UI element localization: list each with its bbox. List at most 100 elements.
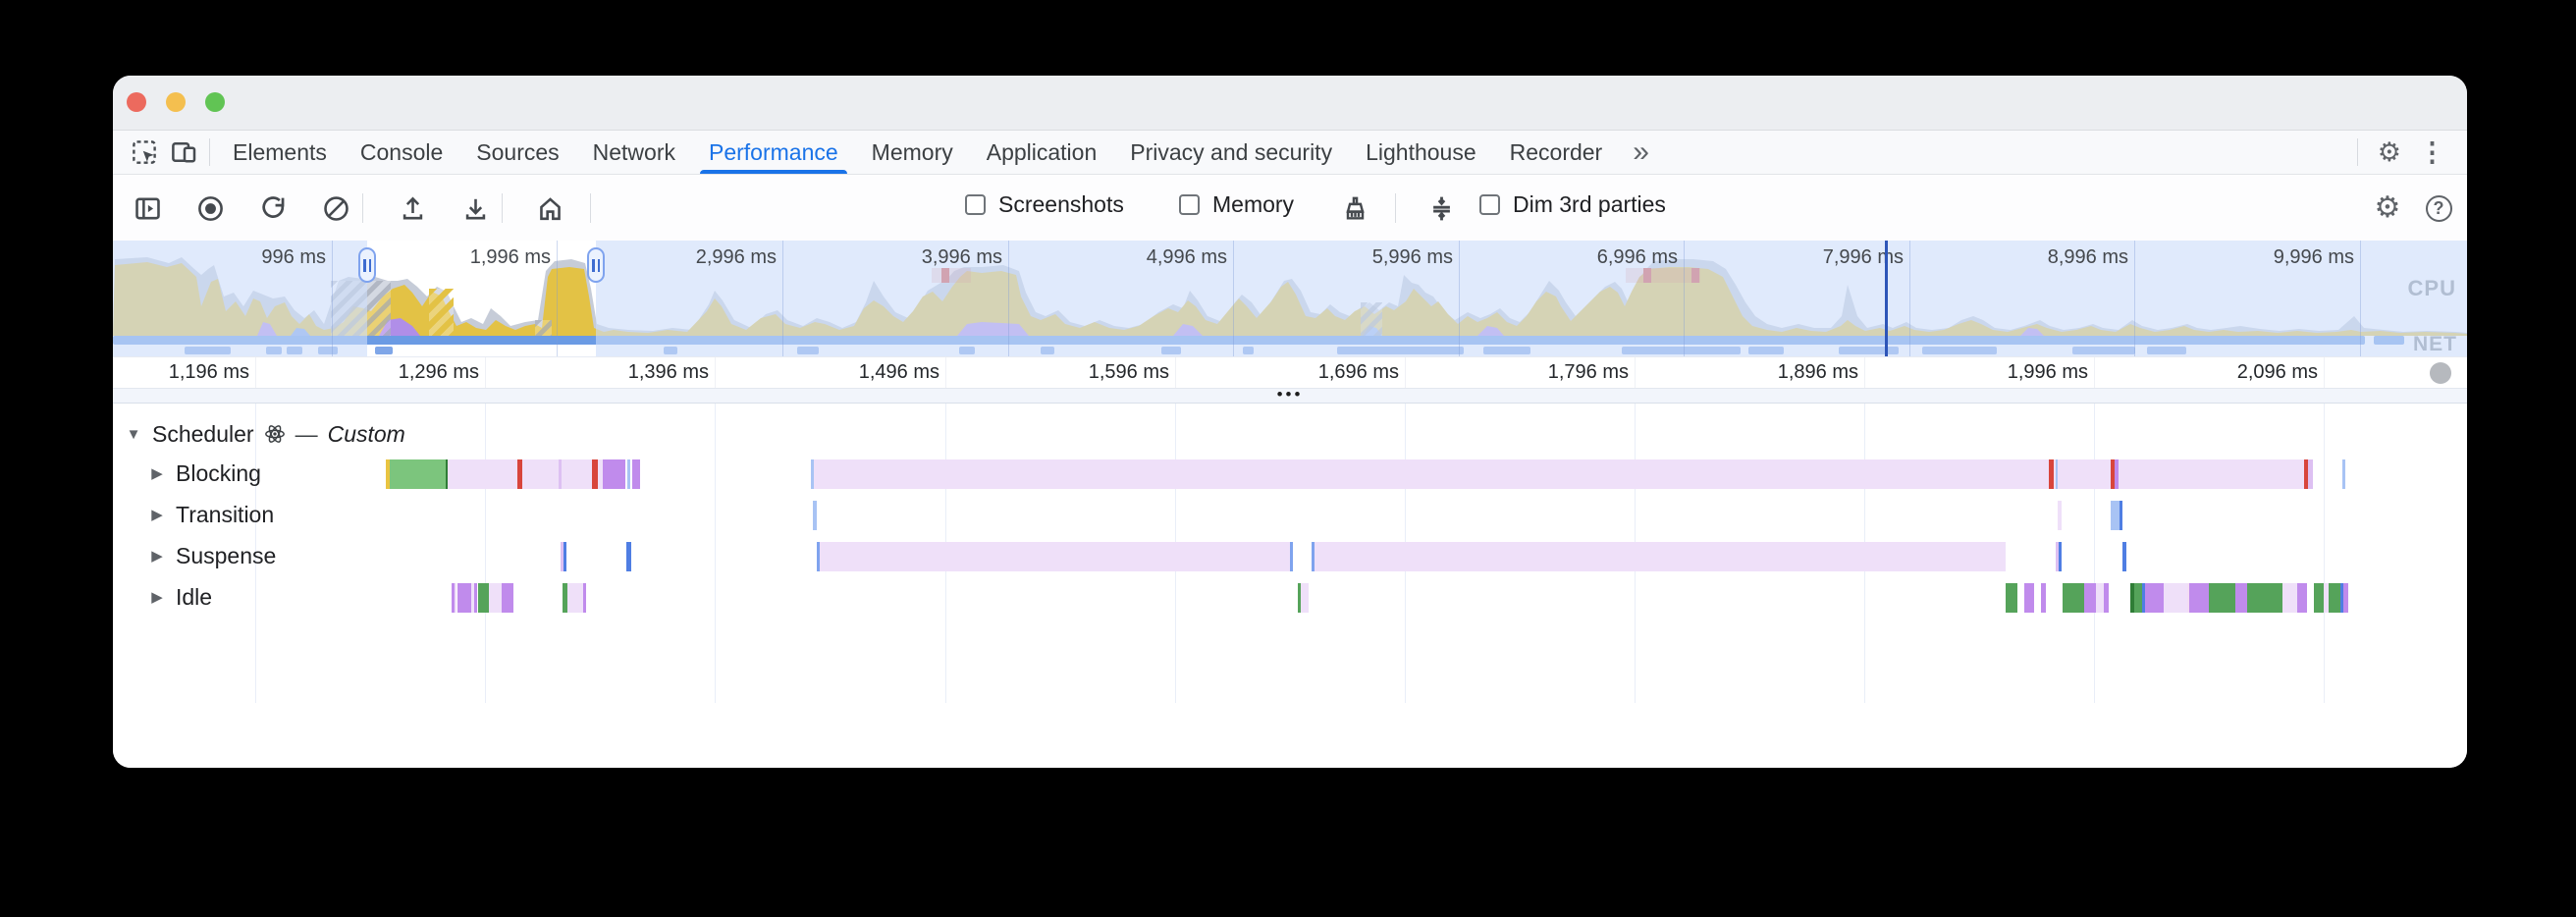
flame-bar-idle[interactable] <box>2041 583 2046 613</box>
flame-bar-blocking[interactable] <box>2304 459 2308 489</box>
record-and-reload-icon[interactable] <box>254 189 292 227</box>
flame-chart[interactable]: ▼Scheduler—Custom▶Blocking▶Transition▶Su… <box>113 404 2467 705</box>
download-profile-icon[interactable] <box>456 189 494 227</box>
clear-icon[interactable] <box>317 189 354 227</box>
capture-settings-gear-icon[interactable]: ⚙ <box>2369 189 2406 227</box>
flame-bar-transition[interactable] <box>2058 501 2062 530</box>
flame-bar-idle[interactable] <box>2189 583 2209 613</box>
flame-bar-idle[interactable] <box>583 583 586 613</box>
flame-bar-blocking[interactable] <box>2308 459 2313 489</box>
expand-triangle-icon[interactable]: ▶ <box>151 548 163 565</box>
flame-bar-idle[interactable] <box>2084 583 2096 613</box>
track-label-idle[interactable]: ▶Idle <box>148 584 212 610</box>
flame-bar-suspense[interactable] <box>564 542 566 571</box>
record-icon[interactable] <box>191 189 229 227</box>
dim-3rd-parties-checkbox-group[interactable]: Dim 3rd parties <box>1479 191 1666 218</box>
flame-bar-idle[interactable] <box>2324 583 2329 613</box>
flame-bar-idle[interactable] <box>452 583 455 613</box>
flame-bar-blocking[interactable] <box>592 459 598 489</box>
flame-bar-blocking[interactable] <box>446 459 448 489</box>
flame-bar-idle[interactable] <box>2314 583 2324 613</box>
timeline-overview[interactable]: CPU NET 996 ms1,996 ms2,996 ms3,996 ms4,… <box>113 241 2467 356</box>
main-menu-kebab-icon[interactable]: ⋮ <box>2419 136 2445 167</box>
tab-memory[interactable]: Memory <box>871 138 953 165</box>
flame-bar-blocking[interactable] <box>632 459 640 489</box>
flame-bar-suspense[interactable] <box>626 542 631 571</box>
flame-bar-blocking[interactable] <box>811 459 814 489</box>
toggle-sidebar-icon[interactable] <box>129 189 166 227</box>
track-label-blocking[interactable]: ▶Blocking <box>148 460 261 486</box>
tab-application[interactable]: Application <box>986 138 1098 165</box>
flame-bar-idle[interactable] <box>2006 583 2017 613</box>
flame-bar-idle[interactable] <box>2209 583 2235 613</box>
memory-checkbox[interactable] <box>1179 194 1200 215</box>
window-titlebar[interactable] <box>113 76 2467 131</box>
flame-bar-suspense[interactable] <box>2056 542 2060 571</box>
flame-bar-blocking[interactable] <box>598 459 603 489</box>
expand-triangle-icon[interactable]: ▶ <box>151 507 163 523</box>
tab-recorder[interactable]: Recorder <box>1509 138 1603 165</box>
live-metrics-home-icon[interactable] <box>531 189 568 227</box>
tab-performance[interactable]: Performance <box>692 131 855 174</box>
tab-network[interactable]: Network <box>592 138 675 165</box>
collapse-triangle-icon[interactable]: ▼ <box>126 425 141 443</box>
track-label-transition[interactable]: ▶Transition <box>148 502 274 527</box>
upload-profile-icon[interactable] <box>394 189 431 227</box>
flame-bar-idle[interactable] <box>457 583 471 613</box>
flame-bar-idle[interactable] <box>567 583 583 613</box>
dim-3rd-parties-checkbox[interactable] <box>1479 194 1500 215</box>
flame-bar-idle[interactable] <box>2142 583 2145 613</box>
flame-bar-blocking[interactable] <box>386 459 390 489</box>
flame-bar-suspense[interactable] <box>1312 542 1315 571</box>
flame-bar-idle[interactable] <box>2340 583 2343 613</box>
flame-bar-idle[interactable] <box>2096 583 2104 613</box>
flame-bar-suspense[interactable] <box>561 542 564 571</box>
flame-bar-blocking[interactable] <box>627 459 630 489</box>
settings-gear-icon[interactable]: ⚙ <box>2377 136 2401 167</box>
flame-bar-suspense[interactable] <box>1290 542 1293 571</box>
flame-bar-idle[interactable] <box>471 583 474 613</box>
flame-bar-blocking[interactable] <box>2115 459 2119 489</box>
selection-handle-left[interactable] <box>358 247 376 283</box>
zoom-window-button[interactable] <box>205 92 225 112</box>
flame-bar-idle[interactable] <box>2297 583 2307 613</box>
track-label-suspense[interactable]: ▶Suspense <box>148 543 276 568</box>
memory-checkbox-group[interactable]: Memory <box>1179 191 1294 218</box>
tab-console[interactable]: Console <box>359 138 444 165</box>
flame-bar-suspense[interactable] <box>2122 542 2126 571</box>
flame-bar-idle[interactable] <box>2282 583 2297 613</box>
screenshots-checkbox[interactable] <box>965 194 986 215</box>
minimize-window-button[interactable] <box>166 92 186 112</box>
collect-garbage-icon[interactable] <box>1336 189 1373 227</box>
flame-bar-idle[interactable] <box>2063 583 2084 613</box>
flame-bar-idle[interactable] <box>2329 583 2340 613</box>
inspect-element-icon[interactable] <box>125 135 164 170</box>
flame-bar-idle[interactable] <box>2145 583 2164 613</box>
flame-bar-idle[interactable] <box>2247 583 2282 613</box>
flame-bar-suspense[interactable] <box>2059 542 2062 571</box>
flame-bar-idle[interactable] <box>2024 583 2034 613</box>
flame-bar-suspense[interactable] <box>817 542 820 571</box>
collapse-flame-icon[interactable] <box>1422 189 1460 227</box>
flame-bar-idle[interactable] <box>2235 583 2247 613</box>
flame-bar-idle[interactable] <box>2130 583 2134 613</box>
panel-splitter-handle[interactable]: ••• <box>113 386 2467 404</box>
flame-bar-blocking[interactable] <box>2111 459 2115 489</box>
flame-bar-idle[interactable] <box>478 583 489 613</box>
more-tabs-icon[interactable]: » <box>1633 135 1649 168</box>
flame-bar-transition[interactable] <box>2120 501 2122 530</box>
flame-bar-idle[interactable] <box>502 583 513 613</box>
flame-bar-blocking[interactable] <box>2056 459 2058 489</box>
close-window-button[interactable] <box>127 92 146 112</box>
flame-bar-suspense[interactable] <box>1312 542 2006 571</box>
selection-handle-right[interactable] <box>587 247 605 283</box>
flame-bar-idle[interactable] <box>1301 583 1309 613</box>
flame-bar-blocking[interactable] <box>603 459 625 489</box>
flame-bar-blocking[interactable] <box>390 459 446 489</box>
tab-elements[interactable]: Elements <box>233 138 327 165</box>
tab-lighthouse[interactable]: Lighthouse <box>1366 138 1476 165</box>
flame-bar-idle[interactable] <box>2104 583 2109 613</box>
flame-bar-suspense[interactable] <box>817 542 1293 571</box>
help-icon[interactable]: ? <box>2420 189 2457 227</box>
